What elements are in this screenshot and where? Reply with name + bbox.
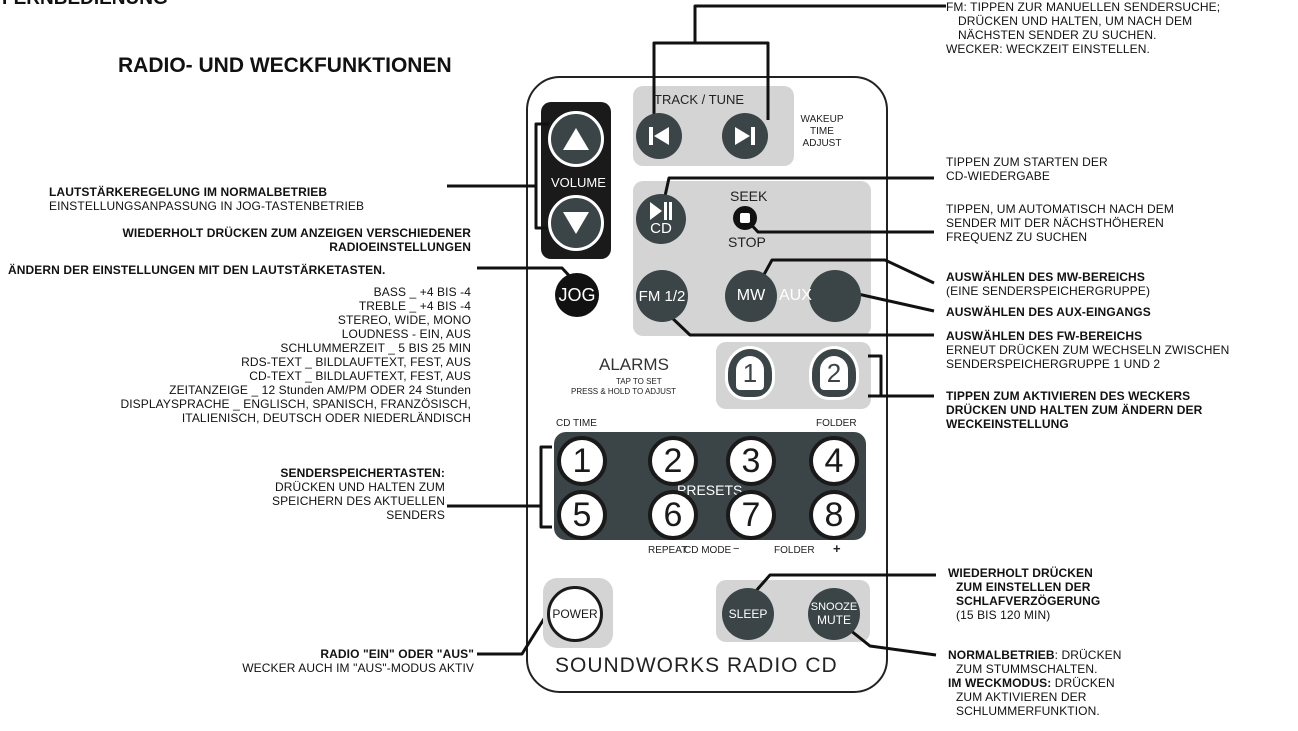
cd-mode-label: CD MODE [684,545,732,556]
triangle-down-icon [563,212,589,234]
minus-label: − [733,543,740,555]
play-pause-icon [650,202,672,220]
power-button[interactable]: POWER [547,586,603,642]
stop-label: STOP [728,234,766,250]
volume-up-button[interactable] [548,111,604,167]
alarm-2-number: 2 [826,357,842,388]
mute-label: MUTE [817,613,851,627]
bell-icon: 2 [820,356,848,390]
mw-callout: AUSWÄHLEN DES MW-BEREICHS(EINE SENDERSPE… [946,270,1151,298]
power-callout: RADIO "EIN" ODER "AUS" WECKER AUCH IM "A… [242,647,474,675]
track-tune-label: TRACK / TUNE [654,92,745,107]
sleep-button[interactable]: SLEEP [722,588,774,640]
previous-track-button[interactable] [636,113,682,159]
stop-square-icon [740,213,750,223]
snooze-label: SNOOZE [810,601,858,613]
volume-down-button[interactable] [548,195,604,251]
next-track-button[interactable] [722,113,768,159]
seek-label: SEEK [730,188,768,204]
plus-label: + [833,541,841,556]
presets-label: PRESETS [677,482,743,498]
jog-button[interactable]: JOG [555,273,599,317]
preset-7-button[interactable]: 7 [726,490,776,540]
preset-3-button[interactable]: 3 [726,436,776,486]
jog-settings-list: BASS _ +4 BIS -4 TREBLE _ +4 BIS -4 STER… [120,285,471,425]
page-heading-top: FERNBEDIENUNG [2,0,168,10]
mw-label: MW [736,287,766,304]
fm-button[interactable]: FM 1/2 [636,270,688,322]
alarm-1-button[interactable]: 1 [725,346,775,400]
mw-button[interactable]: MW [725,270,777,322]
sleep-callout: WIEDERHOLT DRÜCKEN ZUM EINSTELLEN DER SC… [948,566,1101,622]
preset-1-button[interactable]: 1 [557,436,607,486]
presets-callout: SENDERSPEICHERTASTEN: DRÜCKEN UND HALTEN… [271,466,445,522]
snooze-mute-button[interactable]: SNOOZE MUTE [808,588,860,640]
preset-6-button[interactable]: 6 [648,490,698,540]
preset-2-button[interactable]: 2 [648,436,698,486]
section-heading: RADIO- UND WECKFUNKTIONEN [118,54,452,77]
fm-callout: FM: TIPPEN ZUR MANUELLEN SENDERSUCHE; DR… [946,0,1221,56]
fm-label: FM 1/2 [638,287,686,305]
alarms-label: ALARMS [599,355,669,374]
aux-button[interactable] [809,270,861,322]
folder-bottom-label: FOLDER [774,545,815,556]
aux-label: AUX [779,287,812,304]
fw-callout: AUSWÄHLEN DES FW-BEREICHS ERNEUT DRÜCKEN… [946,329,1230,371]
power-label: POWER [552,607,598,621]
aux-callout: AUSWÄHLEN DES AUX-EINGANGS [946,305,1151,319]
cd-time-label: CD TIME [556,418,597,429]
mute-callout: NORMALBETRIEB: DRÜCKEN ZUM STUMMSCHALTEN… [948,648,1122,718]
alarms-tap-label: TAP TO SET [616,377,662,386]
repeat-label: REPEAT [648,545,688,556]
folder-top-label: FOLDER [816,418,857,429]
alarm-1-number: 1 [742,357,758,388]
alarms-hold-label: PRESS & HOLD TO ADJUST [571,387,677,396]
cd-play-pause-button[interactable]: CD [636,194,686,244]
preset-5-button[interactable]: 5 [557,490,607,540]
jog-label: JOG [558,284,596,305]
brand-label: SOUNDWORKS RADIO CD [555,654,838,677]
jog-callout-instruction: ÄNDERN DER EINSTELLUNGEN MIT DEN LAUTSTÄ… [8,263,386,277]
alarm-2-button[interactable]: 2 [809,346,859,400]
volume-label: VOLUME [551,175,606,190]
triangle-up-icon [563,128,589,150]
sleep-label: SLEEP [728,607,768,621]
cd-label: CD [650,220,672,237]
skip-forward-icon [735,127,755,145]
preset-8-button[interactable]: 8 [809,490,859,540]
seek-stop-button[interactable] [733,206,757,230]
preset-4-button[interactable]: 4 [809,436,859,486]
jog-callout-heading: WIEDERHOLT DRÜCKEN ZUM ANZEIGEN VERSCHIE… [122,226,471,254]
skip-back-icon [649,127,669,145]
bell-icon: 1 [736,356,764,390]
